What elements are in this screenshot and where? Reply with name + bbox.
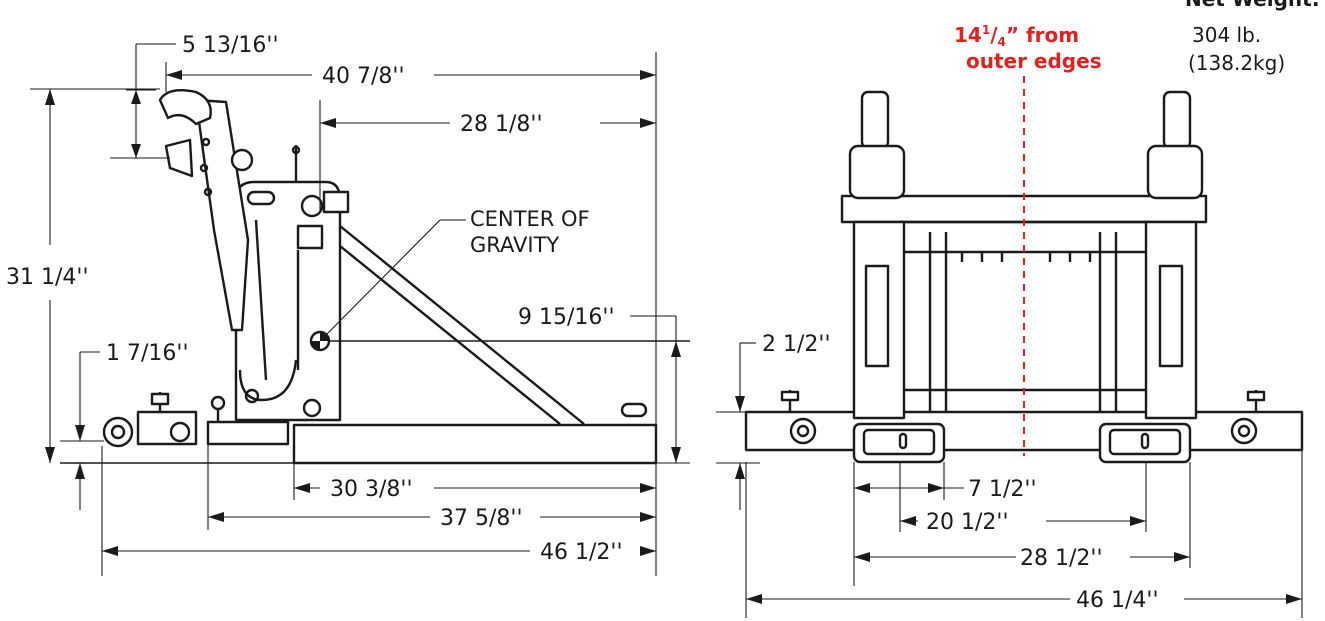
dim-base-length: 30 3/8'' <box>330 477 413 502</box>
cog-label-line2: GRAVITY <box>470 233 559 257</box>
dim-overall-length: 46 1/2'' <box>540 540 623 565</box>
center-line-note: 141/4” from outer edges <box>954 23 1102 73</box>
dim-wheel-height: 1 7/16'' <box>106 341 189 366</box>
dim-hook-offset: 5 13/16'' <box>182 33 279 58</box>
cog-label-line1: CENTER OF <box>470 207 590 231</box>
cog-leader <box>326 219 441 335</box>
dim-overall-width: 46 1/4'' <box>1076 588 1159 613</box>
right-mast <box>1144 220 1198 420</box>
left-mast <box>852 220 906 420</box>
weight-label: Net Weight: <box>1185 0 1320 11</box>
front-view: 2 1/2'' 7 1/2'' 20 1/2'' 28 1/2'' 46 1/4… <box>716 76 1304 618</box>
left-hook <box>860 90 890 150</box>
brace-bottom <box>339 245 561 425</box>
weight-kg: (138.2kg) <box>1188 51 1285 75</box>
weight-info: Net Weight: 304 lb. (138.2kg) <box>1185 0 1320 75</box>
brace-top <box>339 225 585 425</box>
hook-arm <box>194 98 250 332</box>
dim-mast-to-end: 28 1/8'' <box>460 112 543 137</box>
dim-cog-height: 9 15/16'' <box>518 305 615 330</box>
dim-overall-top: 40 7/8'' <box>322 64 405 89</box>
frame-beam <box>206 420 290 446</box>
side-view: CENTER OF GRAVITY 5 13/16'' 40 7/8'' 28 … <box>6 33 690 576</box>
center-note-line2: outer edges <box>966 49 1102 73</box>
dim-pad-outer: 28 1/2'' <box>1020 546 1103 571</box>
base-rail <box>292 423 658 465</box>
dim-pad-width: 7 1/2'' <box>968 477 1037 502</box>
dim-overall-height: 31 1/4'' <box>6 265 89 290</box>
dim-rail-height: 2 1/2'' <box>762 332 831 357</box>
right-foot-pad <box>1098 422 1192 464</box>
dim-frame-length: 37 5/8'' <box>440 506 523 531</box>
dim-pad-inner: 20 1/2'' <box>926 510 1009 535</box>
center-note-line1: 141/4” from <box>954 23 1079 49</box>
right-hook <box>1162 90 1192 150</box>
rear-wheel <box>102 416 134 448</box>
weight-lb: 304 lb. <box>1192 23 1261 47</box>
hook-jaw <box>158 89 212 126</box>
